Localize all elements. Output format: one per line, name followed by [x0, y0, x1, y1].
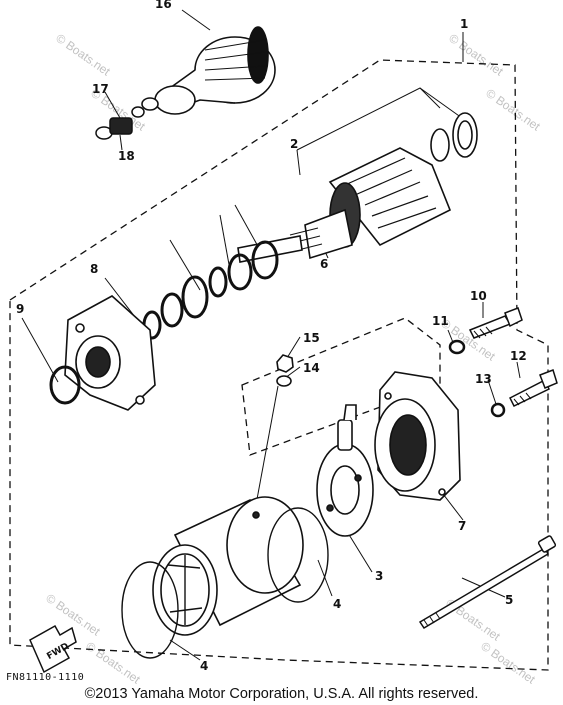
callout-3: 3 — [375, 569, 383, 583]
through-bolt-5 — [418, 535, 557, 630]
gasket-4-front — [121, 561, 179, 659]
washer-13 — [490, 402, 506, 418]
o-ring-9 — [49, 365, 81, 405]
outer-assembly-boundary — [9, 59, 549, 671]
rear-cover-7 — [374, 371, 461, 501]
brush-holder-boundary — [241, 317, 441, 456]
callout-15: 15 — [303, 331, 320, 345]
shaft-washers — [142, 240, 279, 340]
fwd-arrow: FWD — [29, 624, 77, 674]
watermark: © Boats.net — [83, 639, 143, 687]
callout-13: 13 — [475, 372, 492, 386]
watermark: © Boats.net — [483, 86, 543, 134]
washer-11 — [448, 339, 466, 355]
callout-7: 7 — [458, 519, 466, 533]
callout-8: 8 — [90, 262, 98, 276]
nut-washer-14-15 — [276, 354, 294, 387]
watermark: © Boats.net — [446, 31, 506, 79]
assembly-boundaries — [9, 59, 549, 671]
callout-12: 12 — [510, 349, 527, 363]
drawing-code: FN81110-1110 — [6, 672, 85, 683]
bolt-12 — [508, 369, 558, 407]
armature-2 — [237, 112, 478, 263]
callout-18: 18 — [118, 149, 135, 163]
callout-6: 6 — [320, 257, 328, 271]
callout-11: 11 — [432, 314, 449, 328]
copyright-notice: ©2013 Yamaha Motor Corporation, U.S.A. A… — [84, 686, 479, 702]
watermark: © Boats.net — [53, 31, 113, 79]
callout-4-rear: 4 — [333, 597, 341, 611]
callout-16: 16 — [155, 0, 172, 11]
callouts: 1 2 3 4 4 5 6 7 8 9 10 11 12 13 14 15 16… — [16, 0, 527, 673]
gasket-4-rear — [267, 507, 329, 603]
callout-9: 9 — [16, 302, 24, 316]
yoke-housing — [152, 496, 304, 636]
callout-17: 17 — [92, 82, 109, 96]
spring-washer-17-18 — [95, 106, 145, 140]
brush-holder-3 — [316, 404, 374, 537]
bolt-10 — [468, 307, 523, 339]
callout-10: 10 — [470, 289, 487, 303]
callout-4-front: 4 — [200, 659, 208, 673]
pinion-clutch-16 — [141, 26, 276, 115]
callout-14: 14 — [303, 361, 320, 375]
callout-1: 1 — [460, 17, 468, 31]
callout-5: 5 — [505, 593, 513, 607]
callout-2: 2 — [290, 137, 298, 151]
watermark: © Boats.net — [478, 639, 538, 687]
front-cover-8 — [64, 295, 156, 411]
